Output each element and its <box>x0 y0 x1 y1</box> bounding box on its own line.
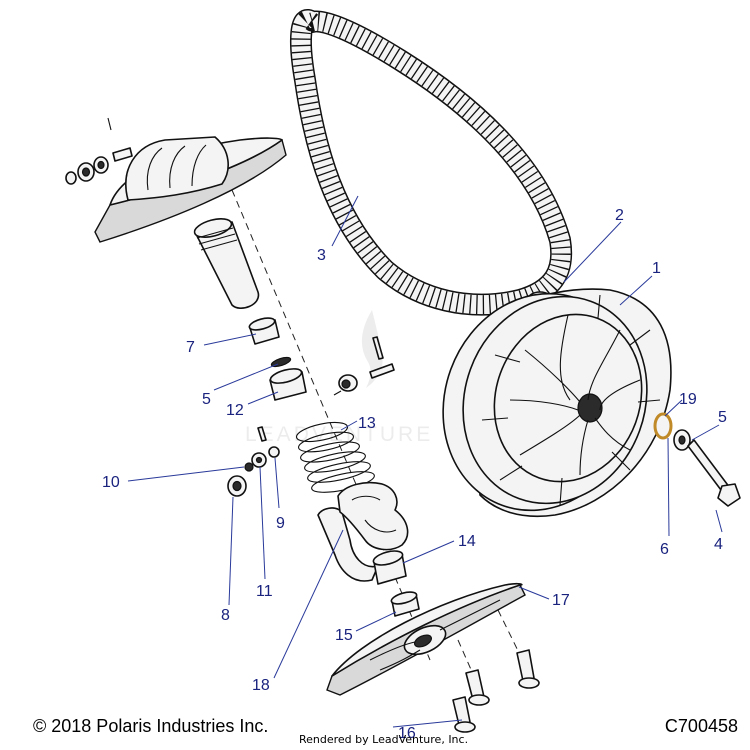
callout-5: 5 <box>202 391 211 408</box>
callout-3: 3 <box>317 247 326 264</box>
bolt-4 <box>717 483 741 507</box>
rendered-by-credit: Rendered by LeadVenture, Inc. <box>299 733 469 746</box>
callout-11: 11 <box>256 583 273 600</box>
callout-2: 2 <box>615 207 624 224</box>
drive-belt <box>289 9 573 316</box>
bushing-12 <box>269 368 307 401</box>
callout-19: 19 <box>679 391 697 408</box>
assembly-centerline <box>231 189 431 661</box>
moveable-sheave-17 <box>326 582 526 696</box>
callout-4: 4 <box>714 536 723 553</box>
callout-14: 14 <box>458 533 476 550</box>
callout-18: 18 <box>252 677 270 694</box>
figure-code: C700458 <box>664 716 738 736</box>
callout-15: 15 <box>335 627 353 644</box>
bushing-7 <box>248 317 280 345</box>
washer-5 <box>270 356 292 368</box>
callout-12: 12 <box>226 402 244 419</box>
callout-10: 10 <box>102 474 120 491</box>
small-hardware-cluster <box>227 426 280 497</box>
roller-pin <box>333 336 395 396</box>
washer-19 <box>653 412 673 440</box>
callout-5b: 5 <box>718 409 727 426</box>
watermark-text: LEADVENTURE <box>245 423 433 446</box>
spider-cam-18 <box>317 481 409 582</box>
pin-centerline-a <box>457 639 481 691</box>
pins-16 <box>452 649 540 733</box>
upper-sheave-assembly <box>65 117 287 309</box>
copyright-notice: © 2018 Polaris Industries Inc. <box>33 716 269 736</box>
callout-16: 16 <box>398 725 416 742</box>
leader-lines <box>127 195 723 728</box>
callout-13: 13 <box>358 415 376 432</box>
callout-17: 17 <box>552 592 570 609</box>
callout-8: 8 <box>221 607 230 624</box>
callout-9: 9 <box>276 515 285 532</box>
bushing-14 <box>372 550 407 585</box>
bushing-15 <box>390 591 420 617</box>
callout-7: 7 <box>186 339 195 356</box>
callout-6: 6 <box>660 541 669 558</box>
callout-1: 1 <box>652 260 661 277</box>
bolt-washer-stack <box>653 412 741 507</box>
spring-13 <box>295 421 375 493</box>
clutch-drum-assembly <box>442 288 672 518</box>
callout-labels: 1 2 3 4 5 5 6 7 8 9 10 11 12 13 14 15 16… <box>102 207 727 742</box>
